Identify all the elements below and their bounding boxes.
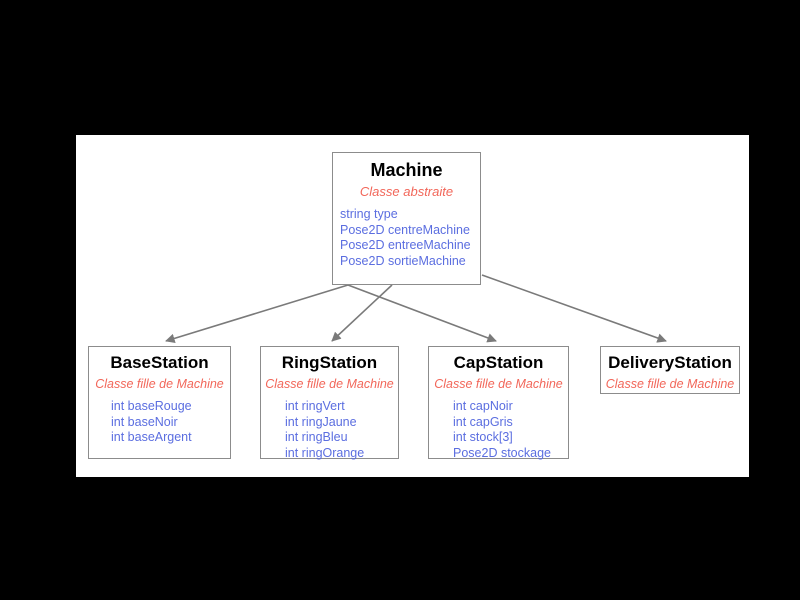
- attribute-item: int capGris: [453, 414, 513, 429]
- class-attributes-machine: string type Pose2D centreMachine Pose2D …: [333, 207, 480, 269]
- attribute-item: string type: [340, 207, 398, 221]
- class-box-basestation[interactable]: BaseStation Classe fille de Machine int …: [88, 346, 231, 459]
- attribute-item: int capNoir: [453, 399, 513, 413]
- class-stereotype-capstation: Classe fille de Machine: [434, 377, 563, 391]
- class-name-ringstation: RingStation: [281, 353, 378, 372]
- attribute-item: Pose2D stockage: [453, 445, 551, 460]
- relation-edges-layer: [165, 274, 667, 344]
- edge-machine-basestation: [165, 284, 349, 344]
- attribute-item: Pose2D entreeMachine: [340, 238, 471, 252]
- attribute-item: int ringJaune: [285, 414, 357, 429]
- attribute-item: int ringOrange: [285, 445, 365, 460]
- class-stereotype-ringstation: Classe fille de Machine: [265, 377, 394, 391]
- attribute-item: int baseRouge: [111, 399, 192, 413]
- class-box-ringstation[interactable]: RingStation Classe fille de Machine int …: [260, 346, 399, 461]
- class-box-capstation[interactable]: CapStation Classe fille de Machine int c…: [428, 346, 569, 461]
- edge-machine-ringstation: [331, 284, 393, 342]
- edge-machine-capstation: [347, 284, 497, 343]
- attribute-item: int ringBleu: [285, 430, 348, 444]
- attribute-item: Pose2D sortieMachine: [340, 253, 466, 268]
- class-name-basestation: BaseStation: [110, 353, 209, 372]
- class-stereotype-basestation: Classe fille de Machine: [95, 377, 224, 391]
- edge-machine-deliverystation: [481, 274, 667, 343]
- class-attributes-capstation: int capNoir int capGris int stock[3] Pos…: [429, 399, 568, 461]
- attribute-item: Pose2D centreMachine: [340, 222, 470, 237]
- diagram-canvas: Machine Classe abstraite string type Pos…: [76, 135, 749, 477]
- attribute-item: int stock[3]: [453, 430, 513, 444]
- class-name-machine: Machine: [370, 160, 443, 180]
- class-box-deliverystation[interactable]: DeliveryStation Classe fille de Machine: [600, 346, 740, 394]
- class-name-capstation: CapStation: [453, 353, 544, 372]
- class-box-machine[interactable]: Machine Classe abstraite string type Pos…: [332, 152, 481, 285]
- attribute-item: int ringVert: [285, 399, 345, 413]
- class-attributes-ringstation: int ringVert int ringJaune int ringBleu …: [261, 399, 398, 461]
- attribute-item: int baseArgent: [111, 430, 192, 444]
- class-stereotype-machine: Classe abstraite: [359, 184, 454, 199]
- class-name-deliverystation: DeliveryStation: [608, 353, 732, 372]
- class-attributes-basestation: int baseRouge int baseNoir int baseArgen…: [89, 399, 230, 446]
- class-stereotype-deliverystation: Classe fille de Machine: [605, 377, 735, 391]
- attribute-item: int baseNoir: [111, 414, 178, 429]
